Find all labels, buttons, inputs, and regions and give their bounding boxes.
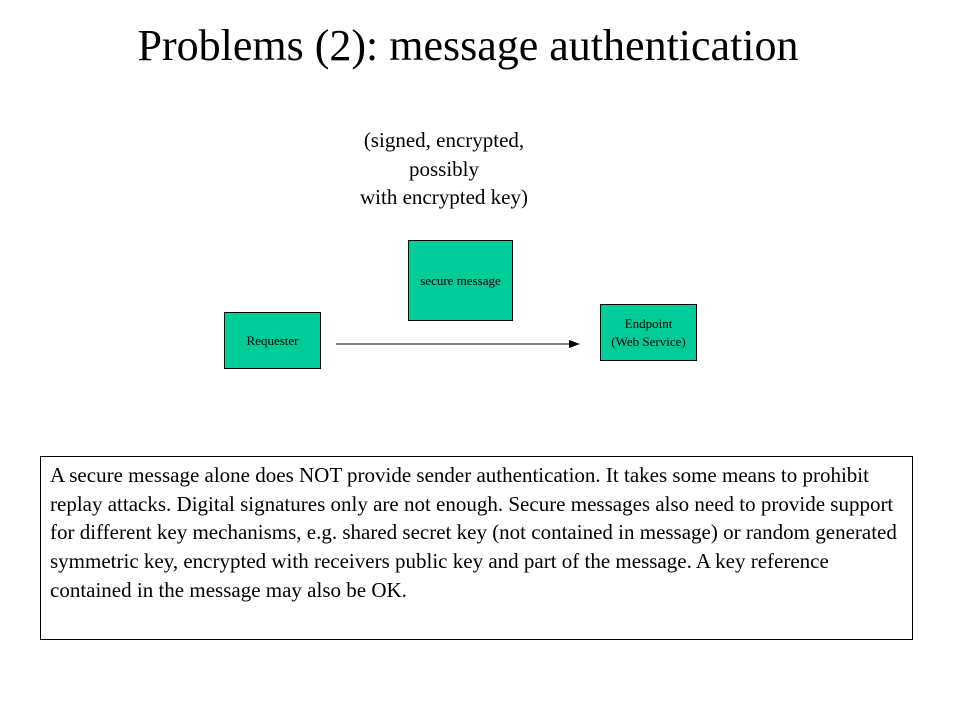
requester-label: Requester	[246, 332, 299, 348]
caption-line-3: with encrypted key)	[360, 185, 528, 209]
slide-title: Problems (2): message authentication	[137, 21, 799, 70]
caption-line-1: (signed, encrypted,	[363, 128, 525, 152]
endpoint-box: Endpoint (Web Service)	[600, 304, 697, 361]
caption-line-2: possibly	[408, 156, 479, 181]
secure-message-box: secure message	[408, 240, 513, 321]
requester-box: Requester	[224, 312, 321, 369]
note-text-box: A secure message alone does NOT provide …	[40, 456, 913, 640]
secure-message-label: secure message	[420, 272, 501, 288]
arrow-head	[569, 340, 580, 348]
secure-message-caption: (signed, encrypted, possibly with encryp…	[300, 126, 588, 212]
endpoint-sublabel: (Web Service)	[611, 333, 686, 349]
request-arrow	[336, 340, 580, 348]
endpoint-label: Endpoint	[624, 315, 673, 331]
